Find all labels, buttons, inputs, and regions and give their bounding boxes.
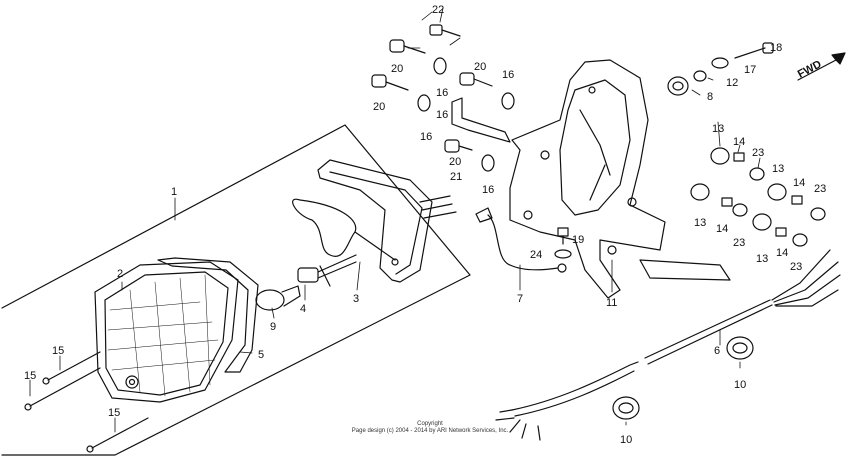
label-5: 5 — [258, 349, 264, 361]
ground-wire-part — [475, 207, 567, 273]
label-24: 24 — [530, 249, 542, 261]
collar-14a — [733, 152, 745, 162]
label-12: 12 — [726, 77, 738, 89]
label-23d: 23 — [790, 261, 802, 273]
assembly-outline — [1, 124, 471, 456]
bracket-part — [509, 59, 731, 299]
label-10b: 10 — [620, 434, 632, 446]
collar-12 — [693, 70, 707, 82]
label-20b: 20 — [373, 101, 385, 113]
wire-harness-part — [495, 249, 841, 441]
label-15c: 15 — [108, 407, 120, 419]
lens-part — [94, 261, 239, 403]
copyright-notice: Copyright Page design (c) 2004 - 2014 by… — [330, 421, 530, 435]
label-14b: 14 — [716, 223, 728, 235]
label-9: 9 — [270, 321, 276, 333]
grommet-10b — [612, 396, 640, 420]
bracket-plate — [451, 97, 511, 143]
collar-14b — [721, 197, 733, 207]
washer-16a — [433, 57, 447, 75]
bolt-22 — [421, 11, 461, 46]
label-14c: 14 — [793, 177, 805, 189]
nut-23d — [792, 233, 808, 247]
label-4: 4 — [300, 303, 306, 315]
fwd-label: FWD — [796, 58, 824, 80]
label-22: 22 — [432, 4, 444, 16]
label-14d: 14 — [776, 247, 788, 259]
washer-16d — [481, 154, 495, 172]
label-13c: 13 — [772, 163, 784, 175]
copyright-line-2: Page design (c) 2004 - 2014 by ARI Netwo… — [351, 428, 509, 434]
nut-23a — [749, 167, 765, 181]
label-2: 2 — [117, 268, 123, 280]
grommet-13d — [752, 213, 772, 231]
housing-part — [292, 159, 457, 283]
label-23a: 23 — [752, 147, 764, 159]
bolt-20b — [371, 74, 409, 91]
label-10a: 10 — [734, 379, 746, 391]
collar-14d — [775, 227, 787, 237]
washer-24 — [554, 249, 572, 259]
nut-23b — [732, 203, 748, 217]
label-16e: 16 — [436, 109, 448, 121]
label-23b: 23 — [733, 237, 745, 249]
washer-17 — [711, 57, 729, 69]
label-16a: 16 — [436, 87, 448, 99]
fwd-arrow-icon — [797, 52, 846, 81]
label-3: 3 — [353, 293, 359, 305]
label-19: 19 — [572, 234, 584, 246]
label-13d: 13 — [756, 253, 768, 265]
grommet-13b — [690, 183, 710, 201]
label-21: 21 — [450, 171, 462, 183]
label-23c: 23 — [814, 183, 826, 195]
label-15a: 15 — [52, 345, 64, 357]
grommet-13a — [710, 147, 730, 165]
screw-parts — [24, 351, 149, 453]
label-16d: 16 — [482, 184, 494, 196]
label-20d: 20 — [449, 156, 461, 168]
grommet-10a — [726, 336, 754, 360]
socket-part — [297, 254, 357, 287]
washer-16c — [501, 92, 515, 110]
label-11: 11 — [606, 297, 617, 309]
label-7: 7 — [517, 293, 523, 305]
label-18: 18 — [770, 42, 782, 54]
label-14a: 14 — [733, 136, 745, 148]
label-16c: 16 — [502, 69, 514, 81]
bulb-part — [255, 285, 301, 311]
grommet-8 — [667, 76, 689, 96]
label-13b: 13 — [694, 217, 706, 229]
gasket-part — [157, 257, 259, 373]
bolt-20c — [459, 72, 493, 87]
washer-16b — [417, 94, 431, 112]
bolt-20a — [389, 39, 426, 54]
bolt-18 — [734, 42, 774, 59]
label-6: 6 — [714, 345, 720, 357]
nut-23c — [810, 207, 826, 221]
label-20a: 20 — [391, 63, 403, 75]
bolt-19 — [557, 227, 569, 245]
label-20c: 20 — [474, 61, 486, 73]
label-8: 8 — [707, 91, 713, 103]
leader-lines — [29, 7, 761, 433]
bolt-20d — [444, 139, 473, 153]
label-1: 1 — [171, 186, 177, 198]
collar-14c — [791, 195, 803, 205]
label-17: 17 — [744, 64, 756, 76]
part-labels: 1 2 3 4 5 6 7 8 9 10 10 11 12 13 13 13 1… — [24, 4, 826, 446]
copyright-line-1: Copyright — [417, 421, 443, 427]
grommet-13c — [767, 183, 787, 201]
label-16b: 16 — [420, 131, 432, 143]
label-13a: 13 — [712, 123, 724, 135]
label-15b: 15 — [24, 370, 36, 382]
